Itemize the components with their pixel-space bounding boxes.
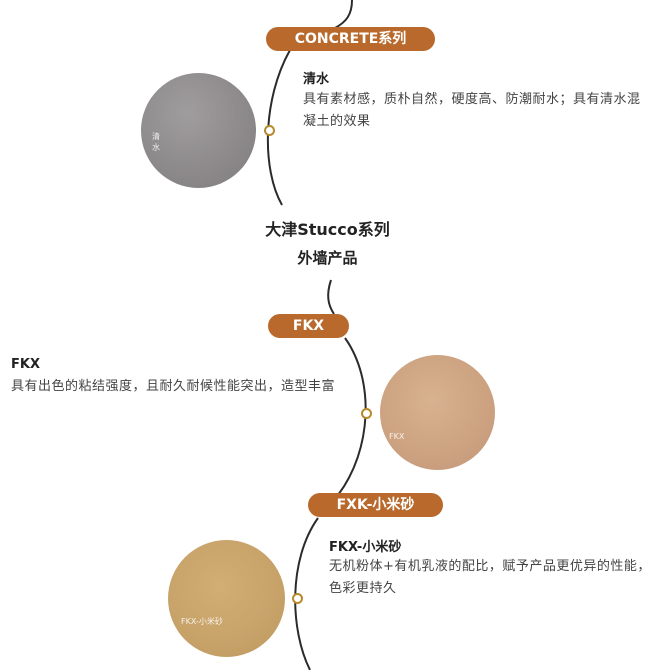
product-desc-fkx: 具有出色的粘结强度，且耐久耐候性能突出，造型丰富 [11,379,336,394]
product-title-fkx: FKX [11,357,40,372]
product-desc-fkx-xiaomisha: 无机粉体+有机乳液的配比，赋予产品更优异的性能，色彩更持久 [329,559,651,596]
series-subheading: 外墙产品 [297,249,358,267]
swatch-label-concrete: 清 水 [152,132,160,152]
series-pill-fxk-xiaomisha: FXK-小米砂 [308,493,443,517]
swatch-label-fkx-xiaomisha: FKX-小米砂 [181,617,223,626]
product-desc-concrete: 具有素材感，质朴自然，硬度高、防潮耐水；具有清水混凝土的效果 [303,92,641,129]
series-heading: 大津Stucco系列 [265,220,390,239]
series-pill-fkx: FKX [268,314,349,338]
timeline-dot-fkx-xiaomisha [292,593,303,604]
series-pill-concrete: CONCRETE系列 [266,27,435,51]
product-title-fkx-xiaomisha: FKX-小米砂 [329,540,402,555]
swatch-fkx-xiaomisha: FKX-小米砂 [168,540,285,657]
swatch-fkx: FKX [380,355,495,470]
swatch-label-fkx: FKX [389,432,405,441]
swatch-concrete: 清 水 [141,73,256,188]
timeline-dot-fkx [361,408,372,419]
product-title-concrete: 清水 [303,72,330,87]
timeline-dot-concrete [264,125,275,136]
